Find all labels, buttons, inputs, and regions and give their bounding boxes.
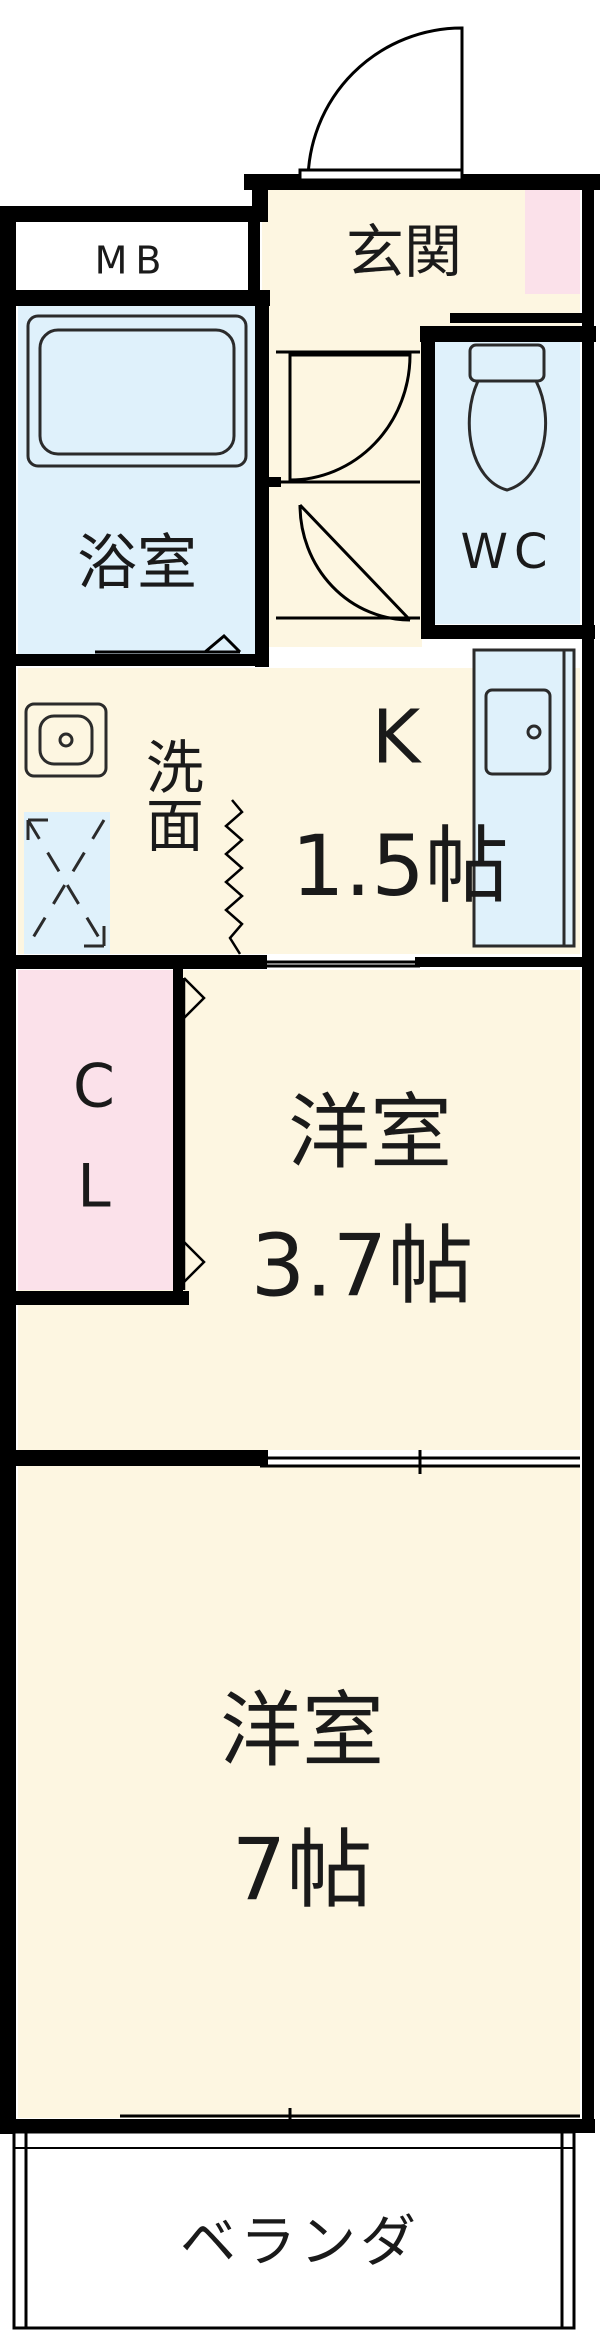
veranda-label: ベランダ	[180, 2210, 420, 2275]
washing-machine-space	[24, 812, 110, 954]
bath-label: 浴室	[77, 529, 197, 599]
wc-floor	[434, 342, 580, 624]
wc-label: WC	[461, 524, 554, 580]
kitchen-size: 1.5帖	[291, 817, 509, 915]
bathtub	[26, 314, 248, 468]
wash-label-1: 洗面	[136, 737, 204, 853]
western2-name: 洋室	[220, 1683, 384, 1778]
western2-floor	[18, 1466, 580, 2118]
mb-label: MB	[95, 239, 170, 283]
veranda	[12, 2130, 576, 2330]
wash-basin-icon	[24, 702, 108, 778]
interior-doors	[95, 350, 420, 1290]
floor-fills	[18, 182, 580, 2118]
entrance-door	[298, 26, 464, 183]
room-labels: MB 玄関 浴室 WC 洗面 K 1.5帖 C L 洋室 3.7帖 洋室 7帖 …	[73, 218, 554, 2275]
doorways	[120, 960, 580, 2132]
closet-floor	[18, 970, 174, 1290]
entrance-label: 玄関	[346, 218, 462, 286]
kitchen-counter	[472, 648, 576, 948]
western1-name: 洋室	[288, 1085, 452, 1180]
kitchen-name: K	[372, 695, 423, 781]
closet-label-c: C	[73, 1052, 115, 1122]
western1-size: 3.7帖	[251, 1216, 474, 1316]
hall-floor	[262, 329, 422, 647]
toilet-icon	[467, 343, 548, 492]
entrance-shoe-cabinet	[525, 186, 580, 294]
bath-floor	[18, 306, 256, 656]
western2-size: 7帖	[232, 1820, 373, 1920]
closet-label-l: L	[77, 1152, 111, 1222]
mb-floor	[18, 222, 248, 290]
